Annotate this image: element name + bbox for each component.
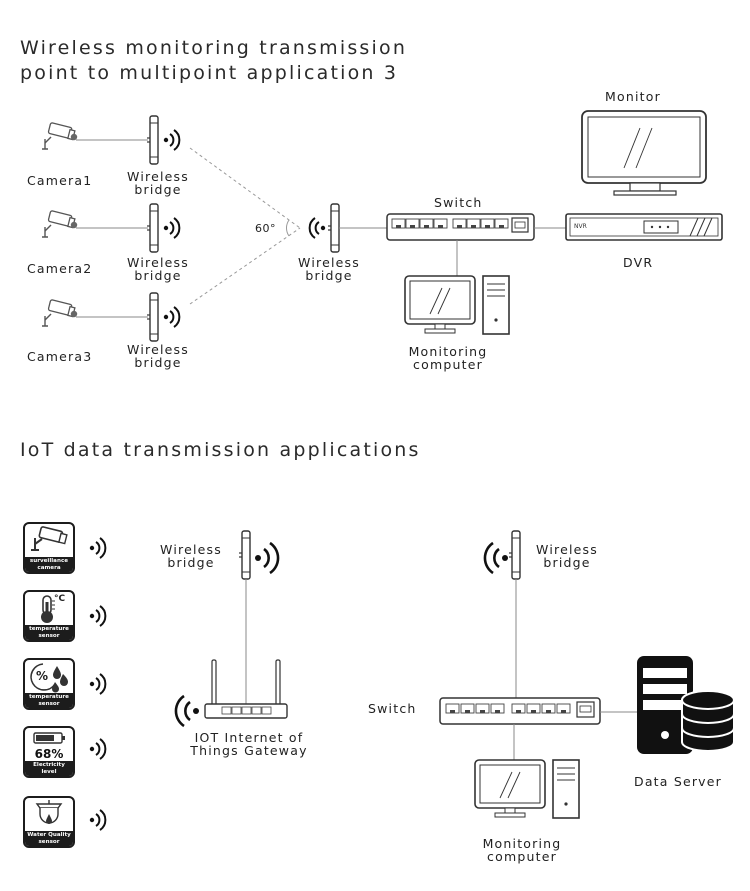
camera3-icon [41,298,78,327]
humidity-icon [30,663,68,693]
camera1-bridge-label: Wireless bridge [127,169,189,197]
iot-gateway-label: IOT Internet of Things Gateway [190,730,308,758]
camera3-label: Camera3 [27,349,93,364]
camera3-row [41,292,181,342]
wifi-waves-icon [88,537,107,559]
sensor-caption: surveillance camera [25,557,73,572]
sensor-caption: Electricity level sensor [25,761,73,776]
angle-label: 60° [255,222,276,235]
wifi-waves-icon [162,217,181,239]
camera1-bridge-icon [146,115,159,165]
section1-title-line2: point to multipoint application 3 [20,62,399,84]
iot-bridge-right-label: Wireless bridge [536,542,598,570]
camera1-row [41,115,181,165]
camera-icon [31,526,68,551]
coverage-line-top [189,147,301,229]
switch1-label: Switch [434,195,483,210]
wifi-waves-icon [162,129,181,151]
camera2-row [41,203,181,253]
camera2-bridge-icon [146,203,159,253]
section1-title: Wireless monitoring transmission point t… [20,36,407,86]
humidity-symbol: % [36,669,49,683]
wifi-waves-icon [308,217,327,239]
monitor-label: Monitor [605,89,661,104]
thermometer-icon [41,595,55,623]
switch1-icon [386,213,535,241]
switch2-label: Switch [368,701,417,716]
sensor-card-electricity: 68% Electricity level sensor [23,726,75,778]
wifi-waves-icon [88,605,107,627]
camera3-bridge-icon [146,292,159,342]
sensor-card-temperature: °C temperature sensor [23,590,75,642]
monitoring-computer-icon [404,275,510,335]
angle-arc [285,219,290,237]
section1-title-line1: Wireless monitoring transmission [20,37,408,59]
coverage-line-bottom [189,227,301,305]
wifi-waves-icon [253,541,280,575]
wifi-waves-icon [88,809,107,831]
camera3-bridge-label: Wireless bridge [127,342,189,370]
sensor-card-surveillance-camera: surveillance camera [23,522,75,574]
camera2-label: Camera2 [27,261,93,276]
monitor-icon [581,110,707,196]
central-bridge-label: Wireless bridge [298,255,360,283]
monitoring-computer-2-icon [474,759,580,819]
wifi-waves-icon [483,541,510,575]
wifi-waves-icon [88,673,107,695]
sensor-caption: temperature sensor [25,625,73,640]
camera1-icon [41,121,78,150]
battery-icon [33,732,65,744]
water-quality-icon [35,800,63,824]
dvr-label: DVR [623,255,654,270]
monitoring-computer-2-label: Monitoring computer [482,836,562,864]
sensor-caption: Water Quality sensor [25,831,73,846]
sensor-caption: temperature sensor [25,693,73,708]
section2-title: IoT data transmission applications [20,439,421,461]
iot-gateway-icon [204,659,288,719]
wifi-waves-icon [162,306,181,328]
camera1-label: Camera1 [27,173,93,188]
monitoring-computer-label: Monitoring computer [408,344,488,372]
switch2-icon [439,697,601,725]
camera2-bridge-label: Wireless bridge [127,255,189,283]
sensor-card-humidity: % temperature sensor [23,658,75,710]
iot-bridge-left-label: Wireless bridge [160,542,222,570]
dvr-icon: NVR [565,213,723,241]
data-server-label: Data Server [634,774,723,789]
sensor-card-water-quality: Water Quality sensor [23,796,75,848]
central-bridge-icon [327,203,340,253]
temperature-unit: °C [54,594,66,604]
wifi-waves-icon [174,694,201,728]
data-server-icon [637,656,735,754]
electricity-value: 68% [34,747,64,761]
nvr-text: NVR [574,223,587,230]
camera2-icon [41,209,78,238]
wifi-waves-icon [88,738,107,760]
